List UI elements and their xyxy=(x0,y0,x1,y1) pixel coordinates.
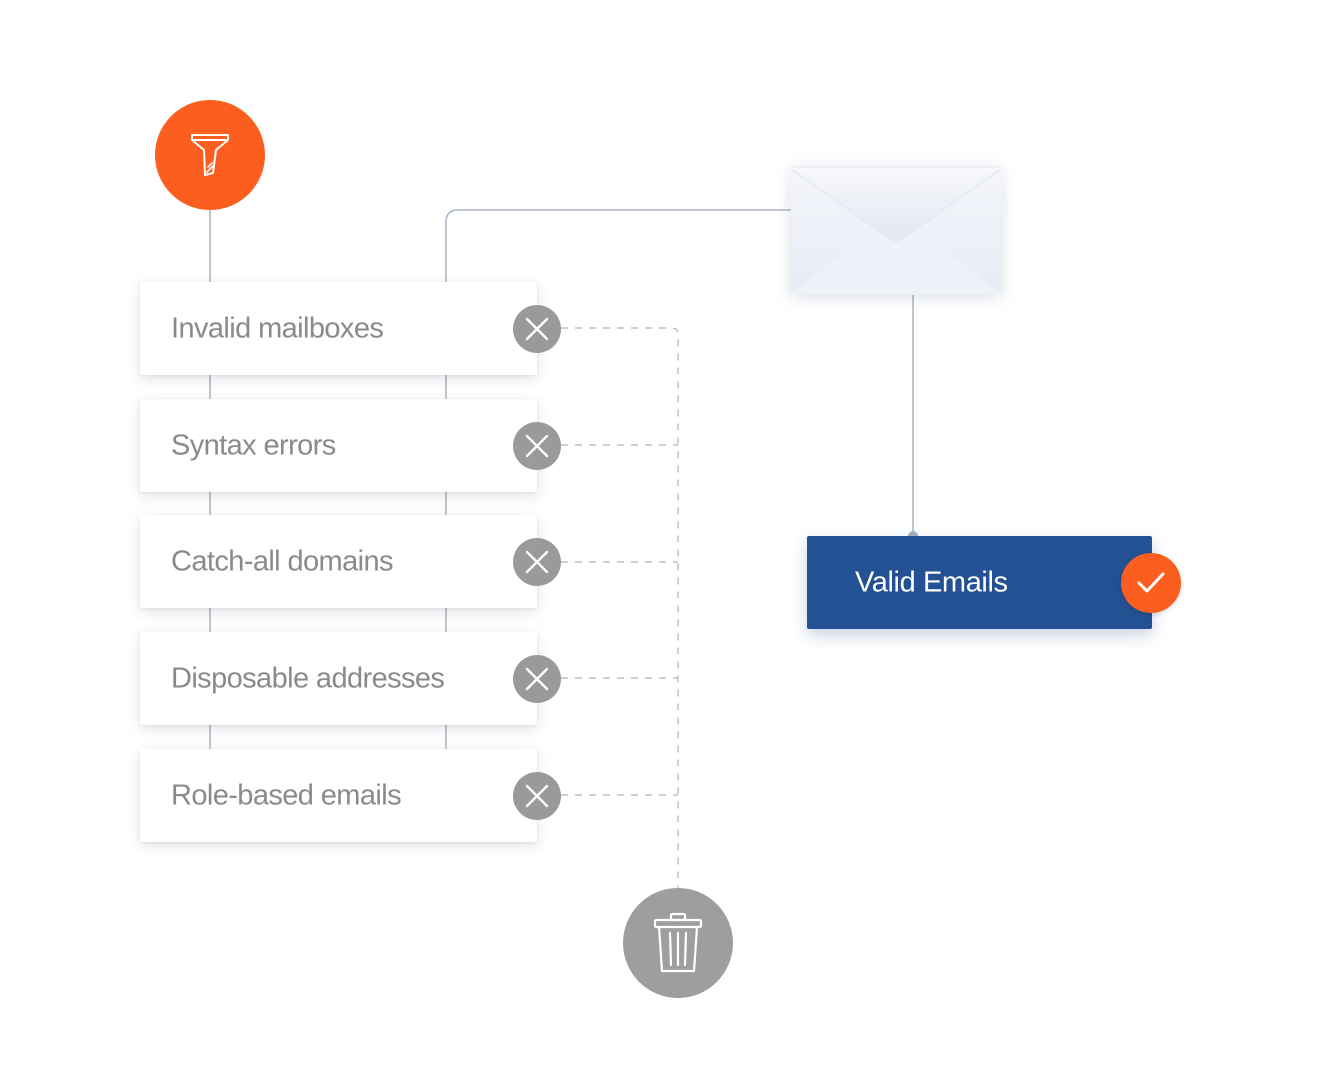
valid-emails-label: Valid Emails xyxy=(855,566,1008,598)
valid-emails-box: Valid Emails xyxy=(807,536,1152,629)
rule-label: Role-based emails xyxy=(171,779,402,811)
close-x-icon xyxy=(525,317,549,340)
close-x-icon xyxy=(525,550,549,573)
reject-dashed-trunk xyxy=(561,327,679,888)
check-badge xyxy=(1121,553,1181,613)
envelope-connector-line xyxy=(445,209,792,282)
rule-label: Invalid mailboxes xyxy=(171,312,384,344)
rule-card-disposable-addresses: Disposable addresses xyxy=(140,632,561,725)
reject-dashed-lines xyxy=(561,327,679,888)
rule-label: Syntax errors xyxy=(171,429,336,461)
checkmark-icon xyxy=(1137,572,1165,593)
rule-card-invalid-mailboxes: Invalid mailboxes xyxy=(140,282,561,375)
filter-funnel-icon xyxy=(191,134,229,176)
reject-badge xyxy=(513,654,561,703)
trash-can-icon xyxy=(653,912,703,973)
reject-badge xyxy=(513,421,561,470)
close-x-icon xyxy=(525,667,549,690)
trash-node xyxy=(623,888,733,998)
rule-card-catch-all-domains: Catch-all domains xyxy=(140,515,561,608)
rule-label: Catch-all domains xyxy=(171,545,394,577)
reject-badge xyxy=(513,771,561,820)
reject-badge xyxy=(513,304,561,353)
rule-card-syntax-errors: Syntax errors xyxy=(140,399,561,492)
close-x-icon xyxy=(525,784,549,807)
filter-node xyxy=(155,100,265,210)
envelope-node xyxy=(790,166,1002,295)
rule-card-role-based-emails: Role-based emails xyxy=(140,749,561,842)
reject-badge xyxy=(513,537,561,586)
envelope-icon xyxy=(790,166,1002,294)
rule-label: Disposable addresses xyxy=(171,662,445,694)
close-x-icon xyxy=(525,434,549,457)
